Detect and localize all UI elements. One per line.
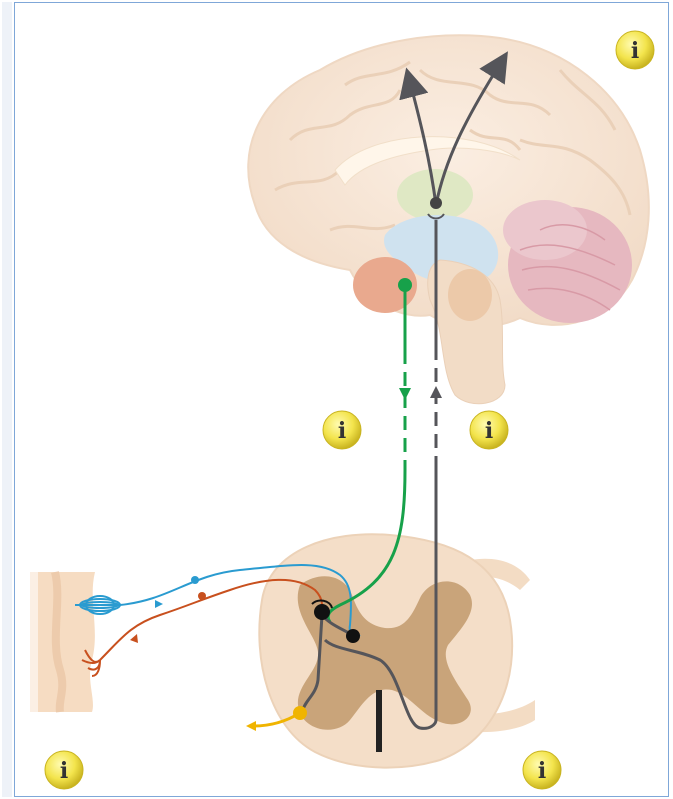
info-button-ascending[interactable]: i <box>470 411 508 449</box>
spinal-cord-section <box>259 534 535 767</box>
info-button-brain[interactable]: i <box>616 31 654 69</box>
info-icon: i <box>485 418 493 444</box>
pons <box>448 269 492 321</box>
info-button-periphery[interactable]: i <box>45 751 83 789</box>
info-icon: i <box>60 758 68 784</box>
info-icon: i <box>631 38 639 64</box>
anterior-fissure <box>376 690 382 752</box>
info-button-descending[interactable]: i <box>323 411 361 449</box>
info-icon: i <box>538 758 546 784</box>
brain <box>248 35 649 403</box>
peripheral-tissue <box>30 572 95 712</box>
info-button-spinal-cord[interactable]: i <box>523 751 561 789</box>
info-icon: i <box>338 418 346 444</box>
